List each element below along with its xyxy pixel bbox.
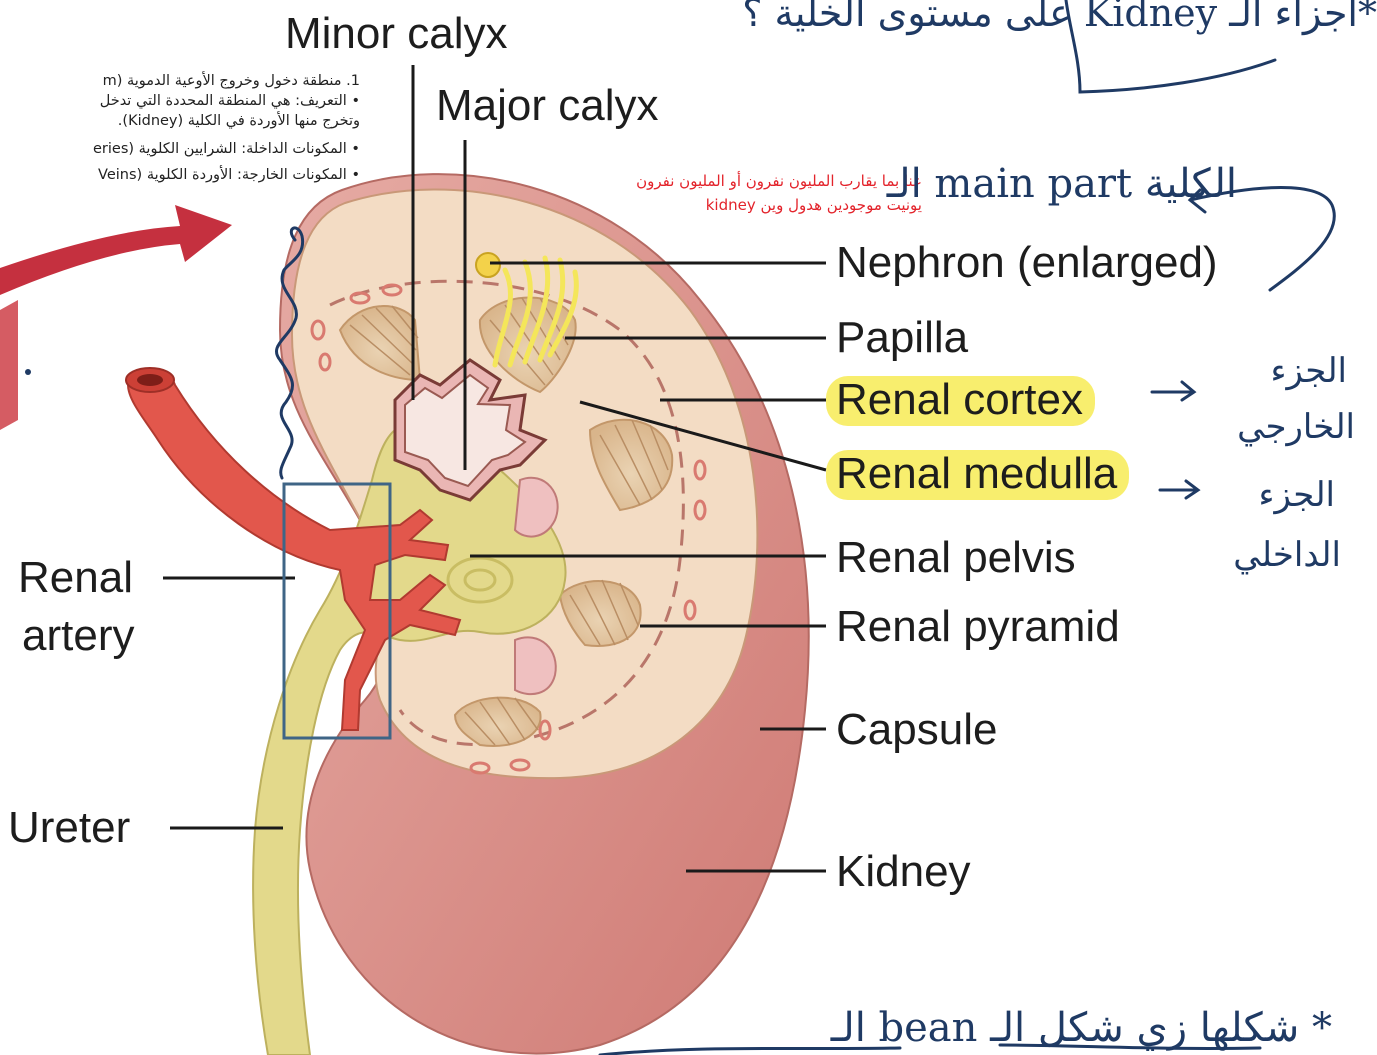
label-renal-pelvis: Renal pelvis xyxy=(836,536,1076,580)
label-papilla: Papilla xyxy=(836,316,968,360)
glomerulus xyxy=(476,253,500,277)
handwritten-bottom: * شكلها زي شكل الـ bean الـ xyxy=(831,1008,1332,1048)
note-line-1: 1. منطقة دخول وخروج الأوعية الدموية (m xyxy=(103,72,360,91)
label-renal-pyramid: Renal pyramid xyxy=(836,605,1120,649)
label-ureter: Ureter xyxy=(8,806,130,850)
handwritten-inner-1: الجزء xyxy=(1259,478,1336,512)
red-note-line-1: عنا بما يقارب المليون نفرون أو المليون ن… xyxy=(636,172,922,191)
handwritten-title: *اجزاء الـ Kidney على مستوى الخلية ؟ xyxy=(742,0,1377,32)
handwritten-inner-2: الداخلي xyxy=(1233,538,1341,572)
label-renal-medulla: Renal medulla xyxy=(826,450,1129,500)
label-major-calyx: Major calyx xyxy=(436,84,659,128)
arrow-tail xyxy=(0,300,18,430)
label-capsule: Capsule xyxy=(836,708,997,752)
arrow-shape xyxy=(0,205,232,295)
label-nephron: Nephron (enlarged) xyxy=(836,241,1218,285)
label-renal-cortex: Renal cortex xyxy=(826,376,1095,426)
note-line-3: وتخرج منها الأوردة في الكلية (Kidney). xyxy=(118,112,360,131)
label-renal-artery-1: Renal xyxy=(18,556,133,600)
handwritten-main-part: الكلية main part الـ xyxy=(887,164,1237,204)
cortex-arrow xyxy=(1152,382,1194,400)
calyx-pink-left xyxy=(515,478,558,537)
label-minor-calyx: Minor calyx xyxy=(285,12,508,56)
handwritten-outer-1: الجزء xyxy=(1271,354,1348,388)
medulla-arrow xyxy=(1160,481,1198,498)
note-line-5: • المكونات الخارجة: الأوردة الكلوية (Vei… xyxy=(98,166,360,185)
label-kidney: Kidney xyxy=(836,850,971,894)
note-line-4: • المكونات الداخلة: الشرايين الكلوية (er… xyxy=(93,140,360,159)
label-renal-artery-2: artery xyxy=(22,614,134,658)
handwritten-outer-2: الخارجي xyxy=(1237,410,1355,444)
note-line-2: • التعريف: هي المنطقة المحددة التي تدخل xyxy=(100,92,360,111)
